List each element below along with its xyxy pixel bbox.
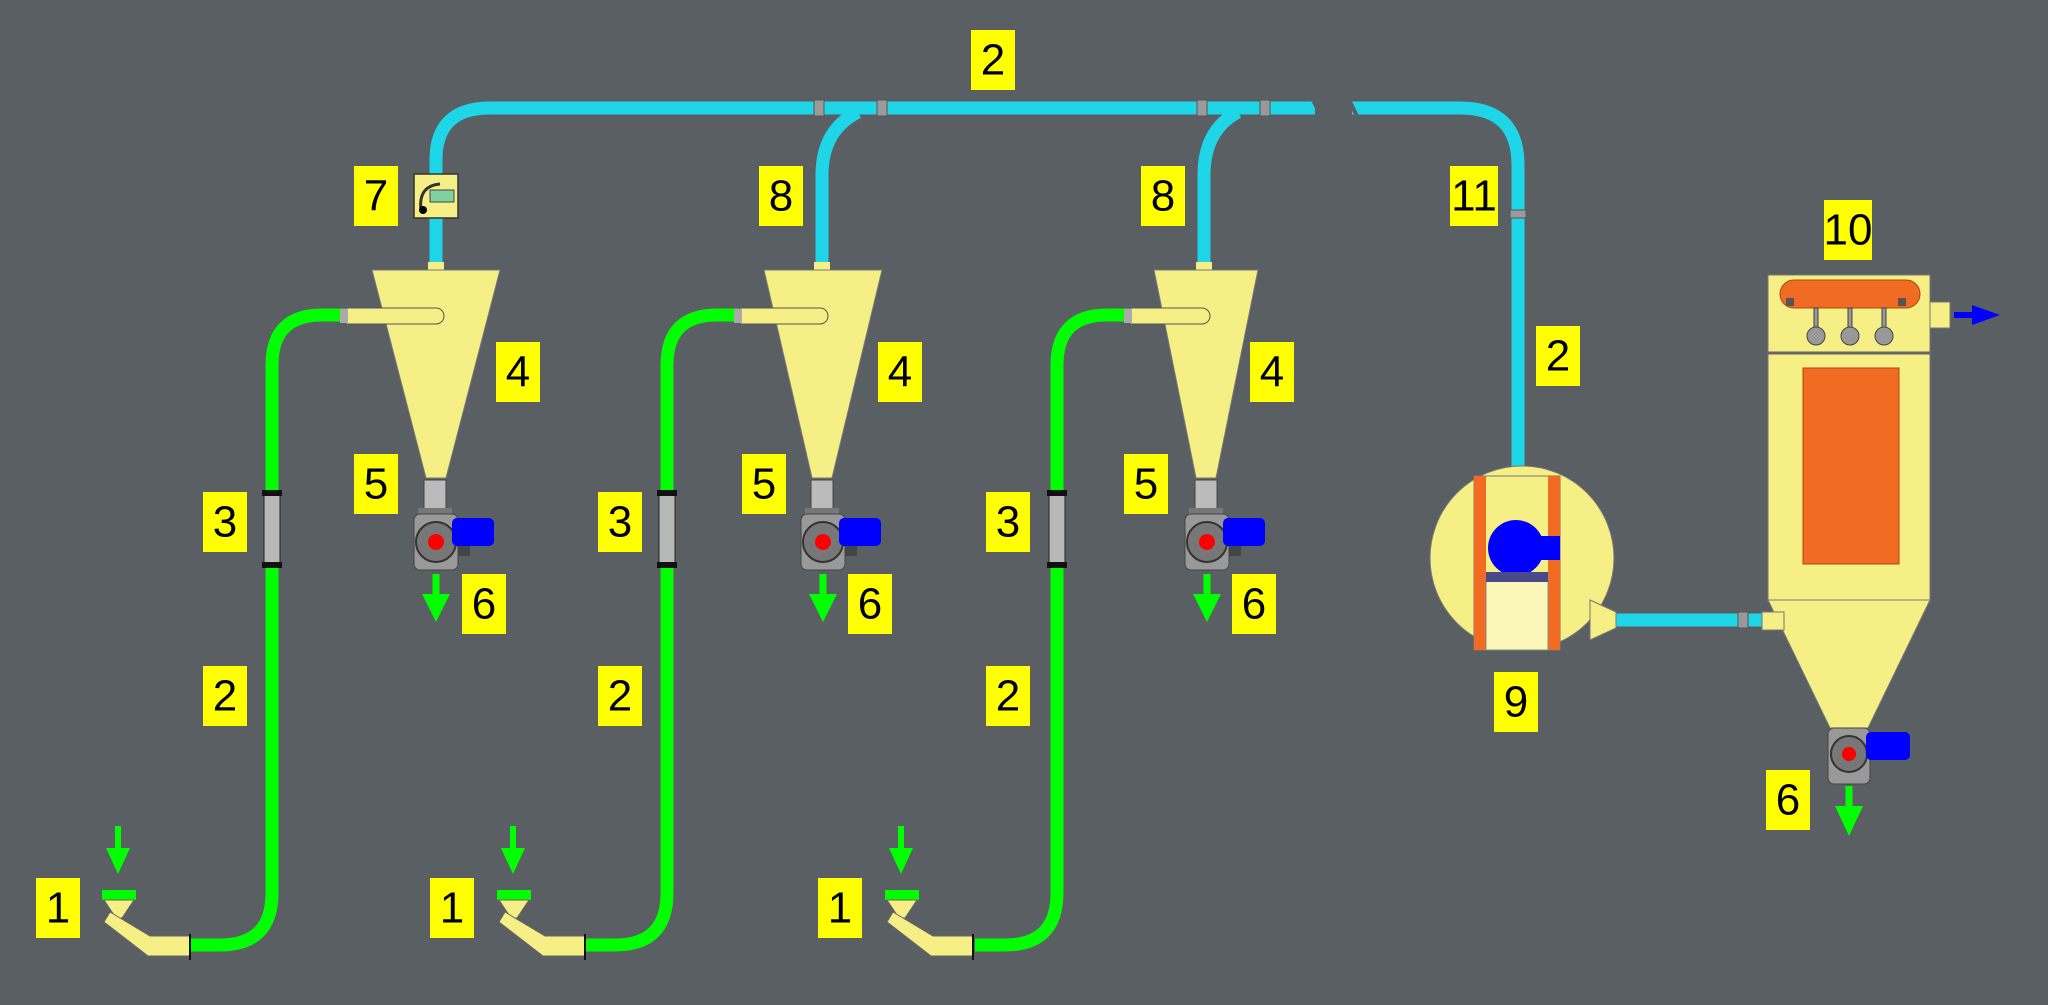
svg-text:2: 2 xyxy=(1546,332,1570,381)
rotary-valve-2 xyxy=(800,479,881,622)
svg-text:3: 3 xyxy=(996,498,1020,547)
svg-text:4: 4 xyxy=(1260,348,1284,397)
feed-hoppers xyxy=(102,826,974,960)
label-pipe-green-1: 2 xyxy=(203,666,247,726)
feed-hopper-3 xyxy=(885,826,974,960)
svg-text:2: 2 xyxy=(996,672,1020,721)
svg-text:7: 7 xyxy=(364,172,388,221)
label-flex-2: 3 xyxy=(598,492,642,552)
flexible-hoses xyxy=(262,490,1067,568)
svg-text:2: 2 xyxy=(608,672,632,721)
rotary-valve-1 xyxy=(413,479,494,622)
svg-text:4: 4 xyxy=(506,348,530,397)
label-damper: 7 xyxy=(354,166,398,226)
label-valve-2: 5 xyxy=(742,454,786,514)
manifold-left-section xyxy=(429,101,1315,262)
svg-text:5: 5 xyxy=(1134,460,1158,509)
suction-line-3 xyxy=(975,308,1130,952)
svg-text:8: 8 xyxy=(1151,172,1175,221)
branch-pipe-1 xyxy=(815,106,862,268)
label-branch-1: 8 xyxy=(759,166,803,226)
label-pipe-right: 2 xyxy=(1536,326,1580,386)
rotary-valve-3 xyxy=(1184,479,1265,622)
svg-text:1: 1 xyxy=(440,884,464,933)
label-cyclone-1: 4 xyxy=(496,342,540,402)
svg-text:8: 8 xyxy=(769,172,793,221)
label-filter: 10 xyxy=(1824,200,1873,260)
label-pipe-green-3: 2 xyxy=(986,666,1030,726)
rotary-valves xyxy=(413,479,1265,622)
label-discharge-filter: 6 xyxy=(1766,770,1810,830)
label-flex-3: 3 xyxy=(986,492,1030,552)
filter-rotary-valve xyxy=(1827,727,1910,836)
svg-text:6: 6 xyxy=(1776,776,1800,825)
labels: 1 1 1 2 2 2 2 2 3 3 3 4 4 4 5 5 5 6 6 6 … xyxy=(36,30,1872,938)
label-cyclone-2: 4 xyxy=(878,342,922,402)
cyclone-2 xyxy=(734,262,883,479)
suction-line-1 xyxy=(190,308,346,952)
svg-text:5: 5 xyxy=(752,460,776,509)
label-discharge-2: 6 xyxy=(848,574,892,634)
cyclone-3 xyxy=(1124,262,1259,479)
flexible-hose-3 xyxy=(1047,490,1067,568)
svg-text:5: 5 xyxy=(364,460,388,509)
label-valve-3: 5 xyxy=(1124,454,1168,514)
feed-hopper-1 xyxy=(102,826,191,960)
svg-text:11: 11 xyxy=(1451,172,1497,221)
svg-text:9: 9 xyxy=(1504,678,1528,727)
svg-text:6: 6 xyxy=(1242,580,1266,629)
cyclone-1 xyxy=(340,262,501,479)
svg-text:10: 10 xyxy=(1824,206,1873,255)
svg-text:2: 2 xyxy=(981,36,1005,85)
damper-unit xyxy=(413,173,459,219)
label-pipe-green-2: 2 xyxy=(598,666,642,726)
air-manifold xyxy=(429,101,1762,627)
flexible-hose-1 xyxy=(262,490,282,568)
bag-filter xyxy=(1761,274,2000,836)
manifold-clamps xyxy=(813,99,1749,629)
svg-text:3: 3 xyxy=(213,498,237,547)
pipe-break-marks xyxy=(1310,97,1360,119)
svg-text:2: 2 xyxy=(213,672,237,721)
flexible-hose-2 xyxy=(657,490,677,568)
label-cyclone-3: 4 xyxy=(1250,342,1294,402)
label-feed-1: 1 xyxy=(36,878,80,938)
label-valve-1: 5 xyxy=(354,454,398,514)
branch-pipe-2 xyxy=(1197,106,1242,268)
label-discharge-1: 6 xyxy=(462,574,506,634)
label-pipe-top: 2 xyxy=(971,30,1015,90)
label-branch-2: 8 xyxy=(1141,166,1185,226)
svg-text:1: 1 xyxy=(46,884,70,933)
pulse-valves xyxy=(1806,307,1894,346)
fan-unit xyxy=(1429,465,1617,651)
feed-hopper-2 xyxy=(497,826,586,960)
svg-text:6: 6 xyxy=(472,580,496,629)
label-fan: 9 xyxy=(1494,672,1538,732)
cyclones xyxy=(340,262,1259,479)
svg-text:3: 3 xyxy=(608,498,632,547)
label-feed-3: 1 xyxy=(818,878,862,938)
suction-lines xyxy=(190,308,1130,952)
suction-line-2 xyxy=(585,308,740,952)
svg-text:4: 4 xyxy=(888,348,912,397)
label-feed-2: 1 xyxy=(430,878,474,938)
svg-text:1: 1 xyxy=(828,884,852,933)
label-silencer: 11 xyxy=(1450,166,1498,226)
manifold-right-section xyxy=(1352,101,1525,470)
label-discharge-3: 6 xyxy=(1232,574,1276,634)
svg-text:6: 6 xyxy=(858,580,882,629)
label-flex-1: 3 xyxy=(203,492,247,552)
